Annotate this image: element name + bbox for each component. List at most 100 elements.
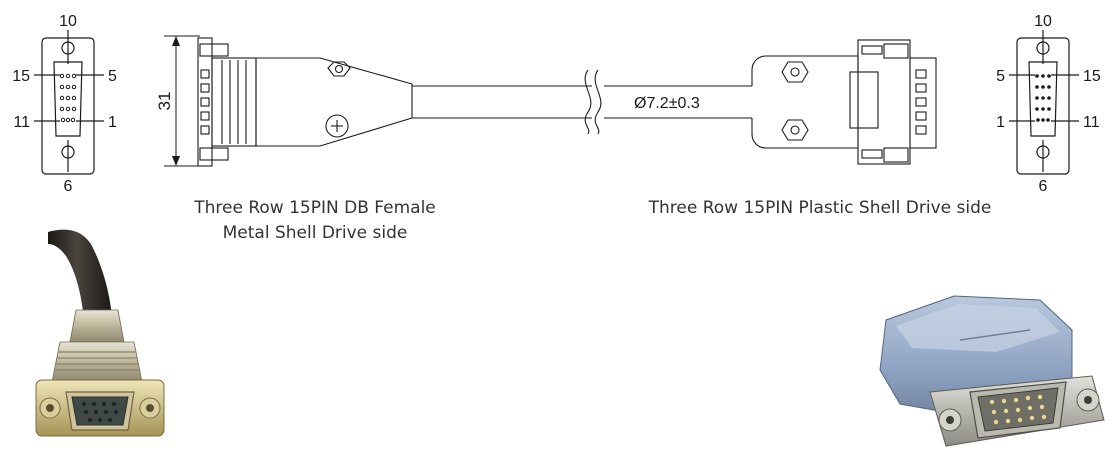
pin [1047, 85, 1051, 89]
left-pinout-holes [59, 73, 77, 123]
left-pin-label-upper-right: 5 [108, 68, 117, 85]
pin [1047, 96, 1051, 100]
pin-window [915, 97, 927, 107]
shell-nut-window [781, 119, 809, 141]
left-pin-label-lower-right: 1 [108, 114, 117, 131]
pin-hole [60, 117, 66, 123]
pin [1041, 107, 1045, 111]
dimension-arrow-top [172, 36, 180, 46]
break-mark [594, 69, 602, 135]
photo-socket-hole [112, 402, 116, 406]
photo-plug-pin [1039, 404, 1045, 410]
pin [1035, 74, 1039, 78]
flange-slot [200, 69, 210, 79]
photo-socket-hole [94, 410, 98, 414]
photo-socket-hole [82, 402, 86, 406]
right-pin-label-upper-right: 15 [1083, 68, 1101, 85]
pin-hole [71, 84, 77, 90]
photo-plug-pin [1041, 414, 1047, 420]
photo-plug-pin [989, 399, 995, 405]
right-screw-bottom [883, 147, 909, 163]
left-screw-bottom [199, 147, 229, 161]
pin [1036, 118, 1040, 122]
photo-plug-pin [1003, 408, 1009, 414]
pin-window [915, 111, 927, 121]
pin-hole [71, 73, 77, 79]
pin-hole [71, 106, 77, 112]
photo-plug-pin [1013, 397, 1019, 403]
left-caption-line-2: Metal Shell Drive side [222, 223, 408, 243]
photo-socket-hole [104, 410, 108, 414]
pin [1041, 74, 1045, 78]
photo-plug-pin [1001, 398, 1007, 404]
right-pin-body [909, 57, 937, 149]
right-pin-label-upper-left: 5 [996, 68, 1005, 85]
right-pin-label-top: 10 [1034, 13, 1052, 30]
right-pinout-pins [1035, 74, 1051, 122]
left-pin-label-bottom: 6 [64, 178, 73, 195]
left-connector-side-view [197, 37, 413, 167]
photo-socket-hole [98, 418, 102, 422]
right-screw-top [883, 43, 909, 59]
photo-shell-ridge [959, 329, 1031, 341]
pin-hole [59, 84, 65, 90]
photo-metal-hood [51, 341, 143, 383]
left-flange [197, 37, 213, 167]
pin [1035, 107, 1039, 111]
cable-diameter-label: Ø7.2±0.3 [634, 95, 700, 112]
right-connector-caption: Three Row 15PIN Plastic Shell Drive side [610, 196, 1030, 221]
pin [1047, 107, 1051, 111]
photo-plug-pin [1005, 418, 1011, 424]
right-connector-photo [879, 295, 1105, 447]
photo-plug-pin [1037, 394, 1043, 400]
right-pinout-diagram [1009, 30, 1079, 175]
shell-nut [790, 67, 800, 77]
pin-hole [71, 95, 77, 101]
phillips-screw [325, 114, 349, 138]
pin-hole [59, 106, 65, 112]
right-flange-area [857, 39, 911, 165]
photo-plug-pin [1029, 415, 1035, 421]
photo-screw-hole [1084, 396, 1092, 404]
hex-nut [327, 61, 351, 77]
left-pinout-diagram [34, 30, 104, 175]
pin-window [915, 83, 927, 93]
pin-hole [70, 117, 76, 123]
flange-slot [200, 83, 210, 93]
photo-plug-pin [1027, 405, 1033, 411]
photo-plug-pins [989, 394, 1047, 425]
left-pin-label-lower-left: 11 [13, 114, 30, 131]
left-connector-photo [35, 229, 165, 437]
shell-nut [790, 125, 800, 135]
photo-cable [48, 229, 112, 322]
photo-plug-pin [1025, 395, 1031, 401]
photo-plug-pin [1017, 417, 1023, 423]
photo-socket-hole [92, 402, 96, 406]
photo-screw-hole [146, 404, 154, 412]
left-hood [255, 57, 413, 147]
pin [1041, 118, 1045, 122]
left-pin-label-top: 10 [59, 13, 77, 30]
pin [1041, 85, 1045, 89]
photo-socket-hole [102, 402, 106, 406]
right-pin-label-lower-right: 11 [1083, 114, 1100, 131]
pin [1047, 74, 1051, 78]
left-body [211, 57, 257, 147]
pin-hole [65, 95, 71, 101]
flange-slot [200, 125, 210, 135]
shell-label-window [849, 71, 879, 129]
photo-plug-pin [993, 419, 999, 425]
photo-socket-hole [108, 418, 112, 422]
photo-socket-holes [82, 402, 118, 422]
right-pin-label-lower-left: 1 [996, 114, 1005, 131]
photo-screw-hole [46, 404, 54, 412]
height-dimension [164, 35, 200, 167]
pin [1041, 96, 1045, 100]
right-caption-line-1: Three Row 15PIN Plastic Shell Drive side [648, 198, 992, 218]
photo-strain-relief [69, 309, 125, 343]
left-pin-label-upper-left: 15 [12, 68, 30, 85]
height-dimension-label: 31 [155, 92, 174, 111]
flange-slot [200, 111, 210, 121]
